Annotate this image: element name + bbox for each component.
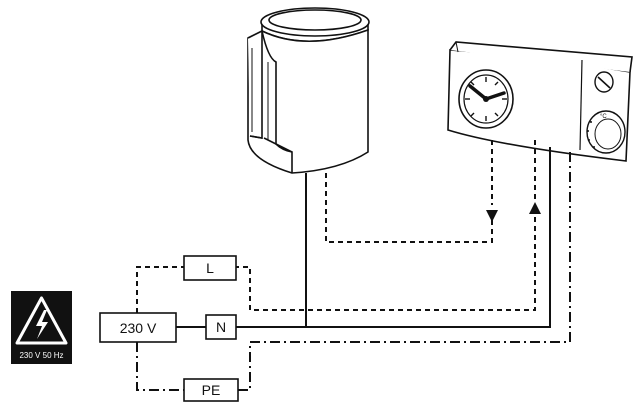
high-voltage-warning-icon: 230 V 50 Hz — [11, 291, 72, 364]
supply-box: 230 V — [99, 312, 177, 343]
terminal-live-label: L — [206, 260, 214, 276]
supply-earth-wire — [136, 342, 184, 391]
controller-live-wire — [236, 208, 536, 311]
temperature-dial-icon: °C — [586, 110, 626, 154]
terminal-live: L — [183, 255, 237, 281]
wiring-lines — [136, 140, 571, 391]
arrow-up-icon — [529, 202, 541, 214]
signal-arrows — [486, 202, 541, 222]
terminal-neutral: N — [205, 314, 237, 340]
warning-caption: 230 V 50 Hz — [19, 351, 63, 360]
terminal-neutral-label: N — [216, 319, 226, 335]
supply-label: 230 V — [120, 320, 157, 336]
thermal-actuator-icon — [247, 7, 370, 174]
supply-live-wire — [136, 266, 184, 313]
terminal-earth: PE — [183, 378, 239, 402]
controller-earth-wire — [238, 152, 571, 391]
terminal-earth-label: PE — [202, 382, 221, 398]
screw-knob-icon — [594, 71, 614, 93]
actuator-signal-wire — [325, 173, 493, 243]
controller-neutral-wire — [236, 147, 551, 328]
room-thermostat-timer-icon: °C — [447, 41, 633, 162]
svg-text:°C: °C — [600, 114, 607, 120]
clock-dial-icon — [458, 69, 514, 129]
arrow-down-icon — [486, 210, 498, 222]
